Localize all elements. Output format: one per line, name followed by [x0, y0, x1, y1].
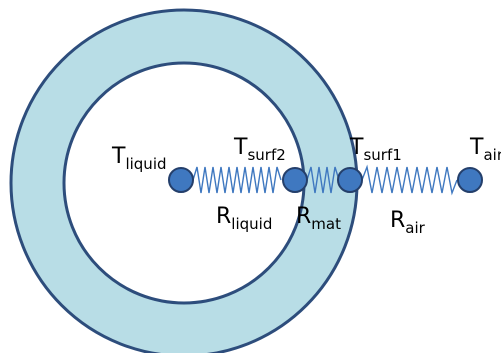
resistor-mat [306, 166, 340, 194]
resistor-air [361, 164, 458, 196]
label-r-air: Rair [390, 208, 426, 237]
labels: Tliquid Tsurf2 Tsurf1 Tair Rliquid Rmat … [111, 135, 501, 237]
resistor-liquid [192, 166, 282, 194]
label-t-surf2: Tsurf2 [233, 135, 286, 164]
label-t-air: Tair [469, 135, 501, 164]
nodes [168, 167, 483, 193]
label-t-surf1: Tsurf1 [349, 135, 402, 164]
resistors [192, 164, 458, 196]
node-t-surf1 [337, 167, 363, 193]
label-r-mat: Rmat [296, 204, 341, 233]
node-t-air [457, 167, 483, 193]
label-t-liquid: Tliquid [111, 144, 167, 173]
node-t-surf2 [282, 167, 308, 193]
label-r-liquid: Rliquid [216, 204, 272, 233]
node-t-liquid [168, 167, 194, 193]
